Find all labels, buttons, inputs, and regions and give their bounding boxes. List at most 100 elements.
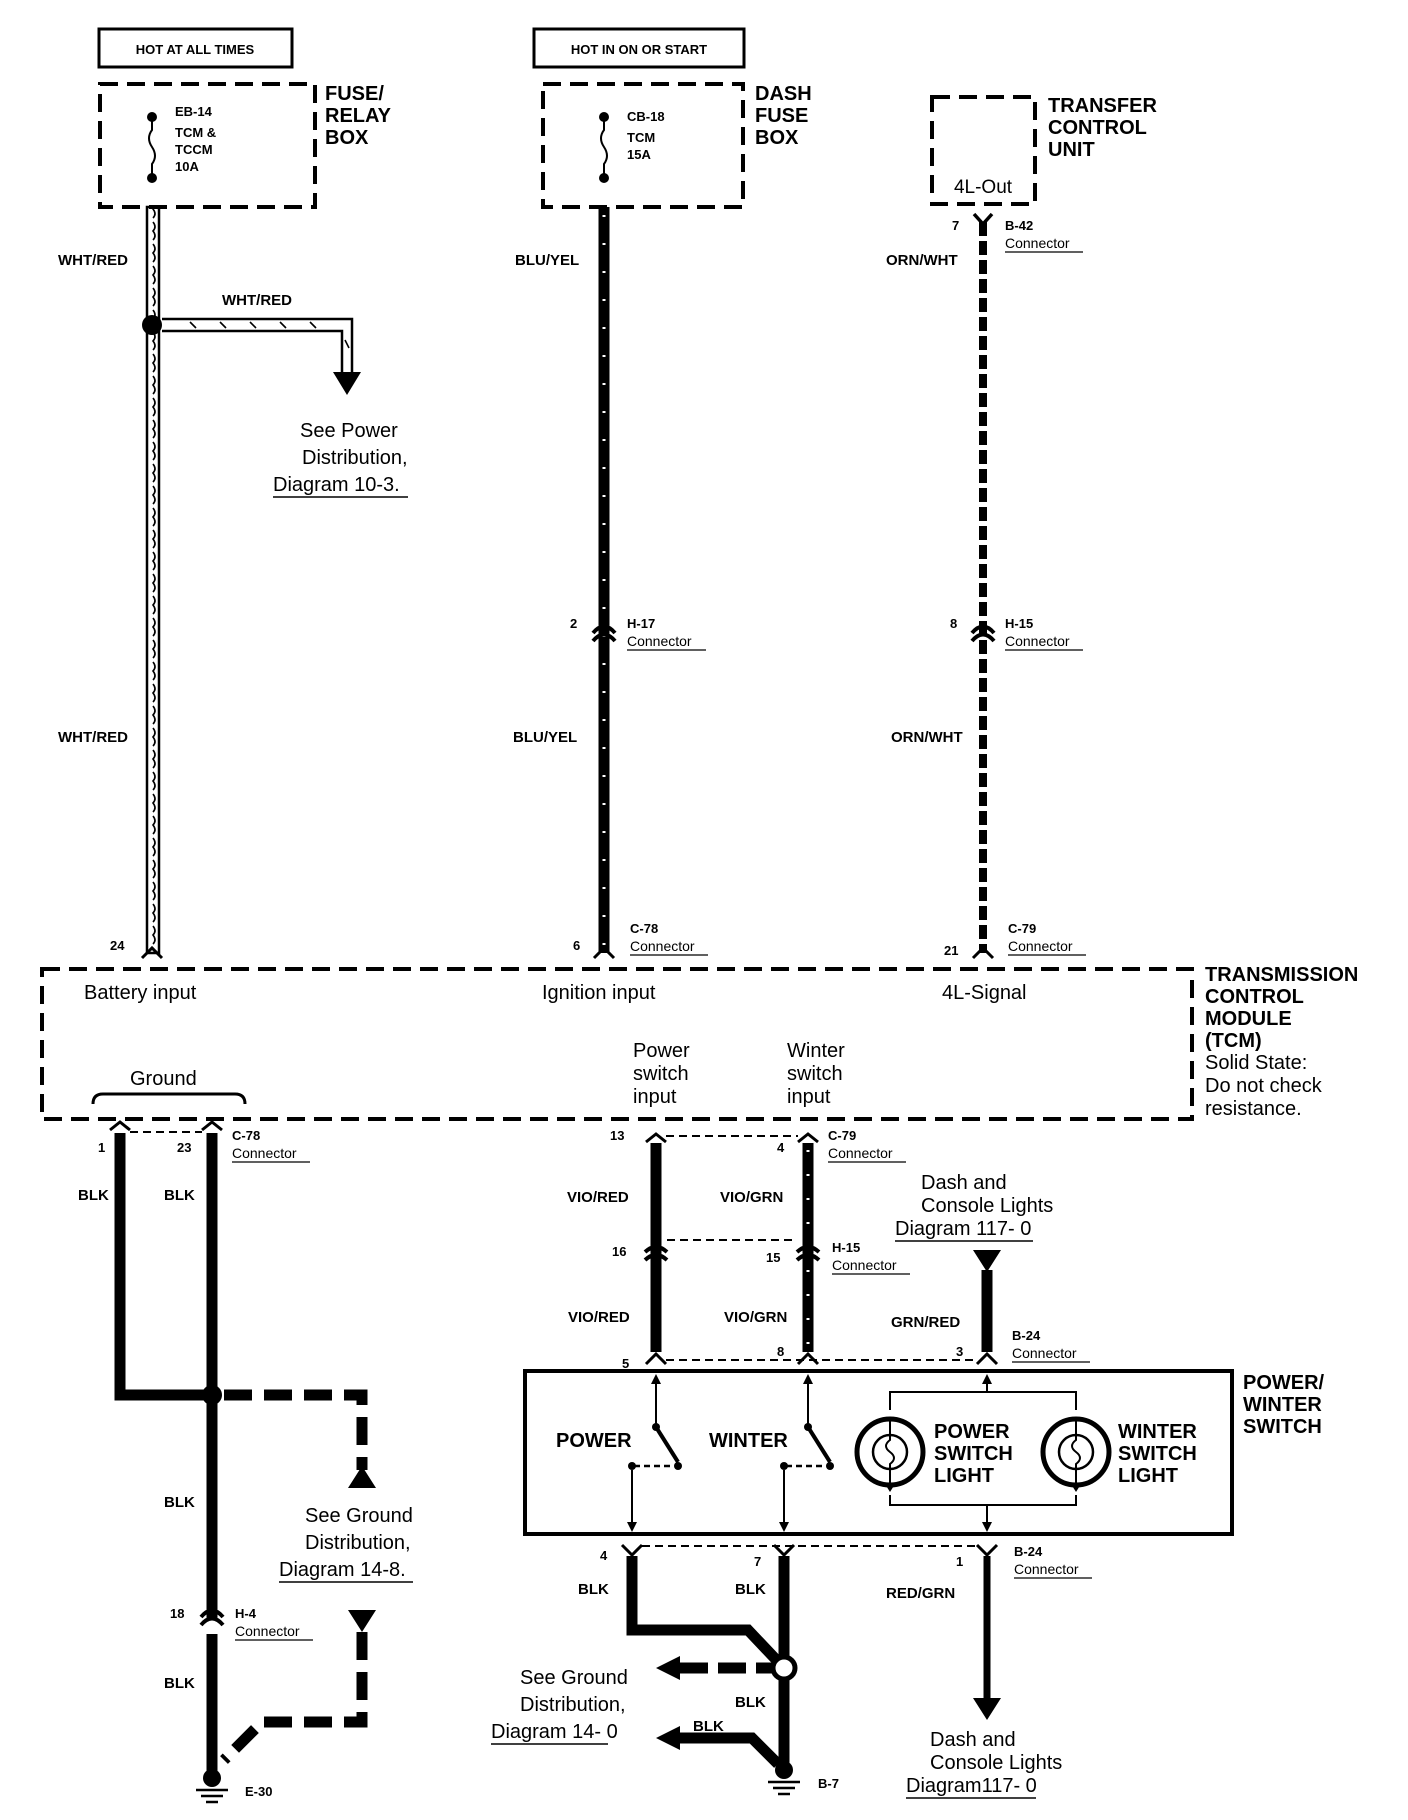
pin-b24-7: 7	[754, 1554, 761, 1569]
power-winter-switch-title-2: WINTER	[1243, 1394, 1322, 1416]
tcm-battery-input: Battery input	[84, 982, 197, 1004]
pin-c79-13: 13	[610, 1128, 624, 1143]
wire-blk-branch-ground-dist	[224, 1389, 368, 1470]
connector-c78-top-word: Connector	[630, 938, 695, 954]
power-winter-switch-title-1: POWER/	[1243, 1372, 1325, 1394]
pin-b24-3: 3	[956, 1344, 963, 1359]
connector-c78-pin23	[201, 1120, 223, 1132]
connector-b24-pin5	[644, 1351, 668, 1366]
wire-label-blk-8: BLK	[693, 1718, 724, 1735]
connector-h15-pin15	[795, 1245, 821, 1262]
pin-b24-1: 1	[956, 1554, 963, 1569]
wire-blk-ground-pin1	[114, 1133, 212, 1401]
connector-h15-top-id: H-15	[1005, 616, 1033, 631]
splice-ground-b7	[770, 1654, 798, 1682]
connector-h17-id: H-17	[627, 616, 655, 631]
wire-wht-red-branch	[162, 317, 361, 395]
connector-h15-top-word: Connector	[1005, 633, 1070, 649]
fuse-eb14-desc-1: TCM &	[175, 125, 216, 140]
connector-h4-symbol	[199, 1608, 225, 1627]
wire-label-orn-wht-1: ORN/WHT	[886, 252, 958, 269]
tcm-power-switch-input-3: input	[633, 1086, 677, 1108]
tcm-power-switch-input-1: Power	[633, 1040, 690, 1062]
switch-lights-circuit	[889, 1374, 1077, 1532]
tcm-winter-switch-input-1: Winter	[787, 1040, 845, 1062]
fuse-relay-box	[98, 82, 317, 209]
connector-b24-pin1	[975, 1543, 999, 1558]
dash-fuse-box-title-3: BOX	[755, 127, 799, 149]
tcm-ignition-input: Ignition input	[542, 982, 656, 1004]
ref-ground-dist-1-line3: Diagram 14-8.	[279, 1559, 406, 1581]
dash-fuse-box	[541, 82, 745, 209]
connector-c79-pin13	[645, 1132, 667, 1144]
wire-label-vio-grn-2: VIO/GRN	[724, 1309, 787, 1326]
wire-label-wht-red-2: WHT/RED	[58, 729, 128, 746]
dash-fuse-box-title-2: FUSE	[755, 105, 808, 127]
switch-winter-label: WINTER	[709, 1430, 788, 1452]
fuse-cb18-desc-1: TCM	[627, 130, 655, 145]
tcm-note-1: Solid State:	[1205, 1052, 1307, 1074]
fuse-eb14-desc-2: TCCM	[175, 142, 213, 157]
wire-label-red-grn: RED/GRN	[886, 1585, 955, 1602]
power-winter-switch-box	[523, 1369, 1234, 1536]
connector-c79-bottom-id: C-79	[828, 1128, 856, 1143]
wire-blk-ground-dist-2-return	[680, 1732, 782, 1768]
ref-dash-lights-top-3: Diagram 117- 0	[895, 1218, 1031, 1240]
hot-at-all-times-box	[97, 27, 294, 69]
arrow-ground-dist-down	[348, 1610, 376, 1632]
ref-dash-lights-top-2: Console Lights	[921, 1195, 1053, 1217]
pin-c78-1: 1	[98, 1140, 105, 1155]
power-switch-light-1: POWER	[934, 1421, 1010, 1443]
connector-h15-bottom-id: H-15	[832, 1240, 860, 1255]
connector-c79-top-id: C-79	[1008, 921, 1036, 936]
tcm-note-3: resistance.	[1205, 1098, 1302, 1120]
fuse-relay-box-title-3: BOX	[325, 127, 369, 149]
wire-label-blk-6: BLK	[735, 1581, 766, 1598]
tcm-4l-signal: 4L-Signal	[942, 982, 1027, 1004]
connector-c78-bottom-id: C-78	[232, 1128, 260, 1143]
tcm-winter-switch-input-3: input	[787, 1086, 831, 1108]
ref-ground-dist-2-line2: Distribution,	[520, 1694, 626, 1716]
arrow-dash-lights-bottom	[973, 1698, 1001, 1720]
wire-label-wht-red-1: WHT/RED	[58, 252, 128, 269]
connector-b24-pin3	[975, 1351, 999, 1366]
wire-blk-branch-ground-return	[220, 1632, 368, 1764]
connector-b24-pin7	[772, 1543, 796, 1558]
fuse-eb14-desc-3: 10A	[175, 159, 199, 174]
fuse-eb14-symbol	[147, 112, 157, 183]
connector-c78-pin6	[592, 945, 616, 960]
connector-b24-pin4	[620, 1543, 644, 1558]
power-switch-light-2: SWITCH	[934, 1443, 1013, 1465]
connector-b42-id: B-42	[1005, 218, 1033, 233]
ref-ground-dist-1-line2: Distribution,	[305, 1532, 411, 1554]
wire-label-vio-grn-1: VIO/GRN	[720, 1189, 783, 1206]
connector-c79-pin4	[797, 1132, 819, 1144]
ref-dash-lights-bottom-3: Diagram117- 0	[906, 1775, 1037, 1797]
wire-label-blk-3: BLK	[164, 1494, 195, 1511]
wire-label-vio-red-1: VIO/RED	[567, 1189, 629, 1206]
ground-b7-symbol	[768, 1761, 800, 1796]
winter-switch-light-3: LIGHT	[1118, 1465, 1178, 1487]
ref-ground-dist-2-line3: Diagram 14- 0	[491, 1721, 618, 1743]
wire-label-orn-wht-2: ORN/WHT	[891, 729, 963, 746]
wire-label-wht-red-branch: WHT/RED	[222, 292, 292, 309]
wire-label-grn-red: GRN/RED	[891, 1314, 960, 1331]
pin-c78-6: 6	[573, 938, 580, 953]
winter-switch-light-2: SWITCH	[1118, 1443, 1197, 1465]
wire-label-blk-7: BLK	[735, 1694, 766, 1711]
connector-b24-top-word: Connector	[1012, 1345, 1077, 1361]
wire-label-blk-1: BLK	[78, 1187, 109, 1204]
ground-e30-label: E-30	[245, 1784, 272, 1799]
transfer-control-unit-title-1: TRANSFER	[1048, 95, 1157, 117]
hot-in-on-start-box	[532, 27, 746, 69]
tcm-title-1: TRANSMISSION	[1205, 964, 1358, 986]
ref-dash-lights-bottom-1: Dash and	[930, 1729, 1016, 1751]
fuse-relay-box-title-1: FUSE/	[325, 83, 384, 105]
pin-h15-8: 8	[950, 616, 957, 631]
pin-c78-24: 24	[110, 938, 125, 953]
hot-in-on-start-label: HOT IN ON OR START	[571, 42, 707, 57]
connector-c79-bottom-word: Connector	[828, 1145, 893, 1161]
pin-h4-18: 18	[170, 1606, 184, 1621]
